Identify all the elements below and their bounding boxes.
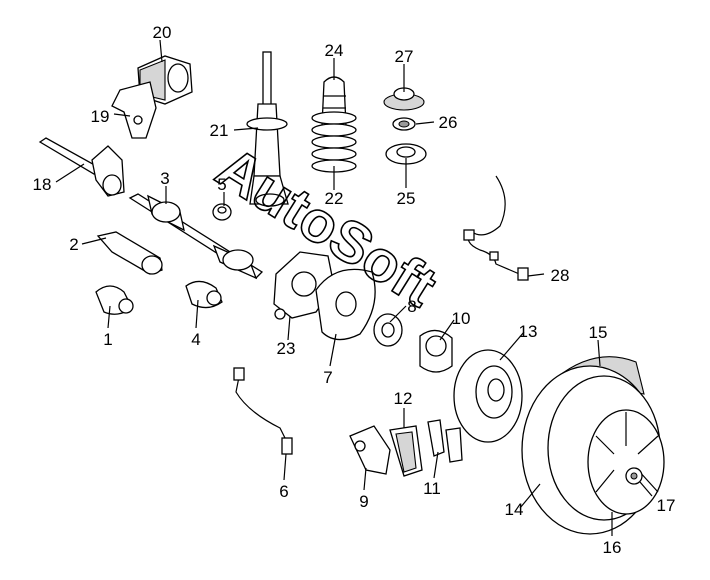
- part-26-bearing: [392, 117, 416, 131]
- part-18-inner-shaft: [38, 137, 125, 197]
- part-13-brake-disc: [453, 349, 523, 443]
- label-19: 19: [91, 107, 110, 126]
- label-8: 8: [407, 297, 416, 316]
- label-24: 24: [325, 41, 344, 60]
- label-21: 21: [210, 121, 229, 140]
- part-22-coil-spring: [311, 111, 357, 173]
- part-28-abs-sensor-cable: [463, 175, 529, 281]
- label-18: 18: [33, 175, 52, 194]
- label-7: 7: [323, 368, 332, 387]
- leader-lines: [55, 39, 653, 536]
- part-6-brake-hose: [233, 367, 293, 455]
- part-17-hub-cap: [625, 467, 643, 485]
- label-11: 11: [423, 479, 441, 498]
- label-16: 16: [603, 538, 622, 557]
- part-25-spring-seat: [385, 143, 427, 165]
- label-26: 26: [439, 113, 458, 132]
- part-12-brake-pad: [389, 425, 423, 477]
- label-5: 5: [217, 175, 226, 194]
- part-number-labels: 1 2 3 4 5 6 7 8 9 10 11 12 13 14 15 16 1…: [33, 23, 676, 557]
- label-3: 3: [160, 169, 169, 188]
- part-8-hub-bearing: [373, 313, 403, 347]
- label-17: 17: [657, 496, 676, 515]
- label-14: 14: [505, 500, 524, 519]
- label-2: 2: [69, 235, 78, 254]
- label-25: 25: [397, 189, 416, 208]
- part-5-bushing: [212, 203, 232, 221]
- label-22: 22: [325, 189, 344, 208]
- label-10: 10: [452, 309, 471, 328]
- part-1-boot: [95, 285, 134, 315]
- label-23: 23: [277, 339, 296, 358]
- part-2-inner-joint: [96, 231, 163, 275]
- part-21-shock-absorber: [246, 51, 289, 207]
- label-4: 4: [191, 330, 200, 349]
- part-9-brake-caliper: [349, 425, 391, 475]
- label-1: 1: [103, 330, 112, 349]
- part-27-top-mount: [383, 87, 425, 111]
- part-19-bracket: [111, 81, 157, 139]
- label-13: 13: [519, 322, 538, 341]
- part-4-boot: [185, 280, 223, 309]
- label-27: 27: [395, 47, 414, 66]
- label-15: 15: [589, 323, 608, 342]
- part-11-brake-pads: [427, 419, 463, 463]
- label-28: 28: [551, 266, 570, 285]
- part-3-drive-shaft: [128, 193, 264, 280]
- part-10-wheel-hub: [419, 329, 453, 373]
- part-16-wheel-rim: [587, 409, 665, 515]
- label-6: 6: [279, 482, 288, 501]
- label-9: 9: [359, 492, 368, 511]
- label-20: 20: [153, 23, 172, 42]
- part-7-dust-shield: [315, 268, 376, 341]
- label-12: 12: [394, 389, 413, 408]
